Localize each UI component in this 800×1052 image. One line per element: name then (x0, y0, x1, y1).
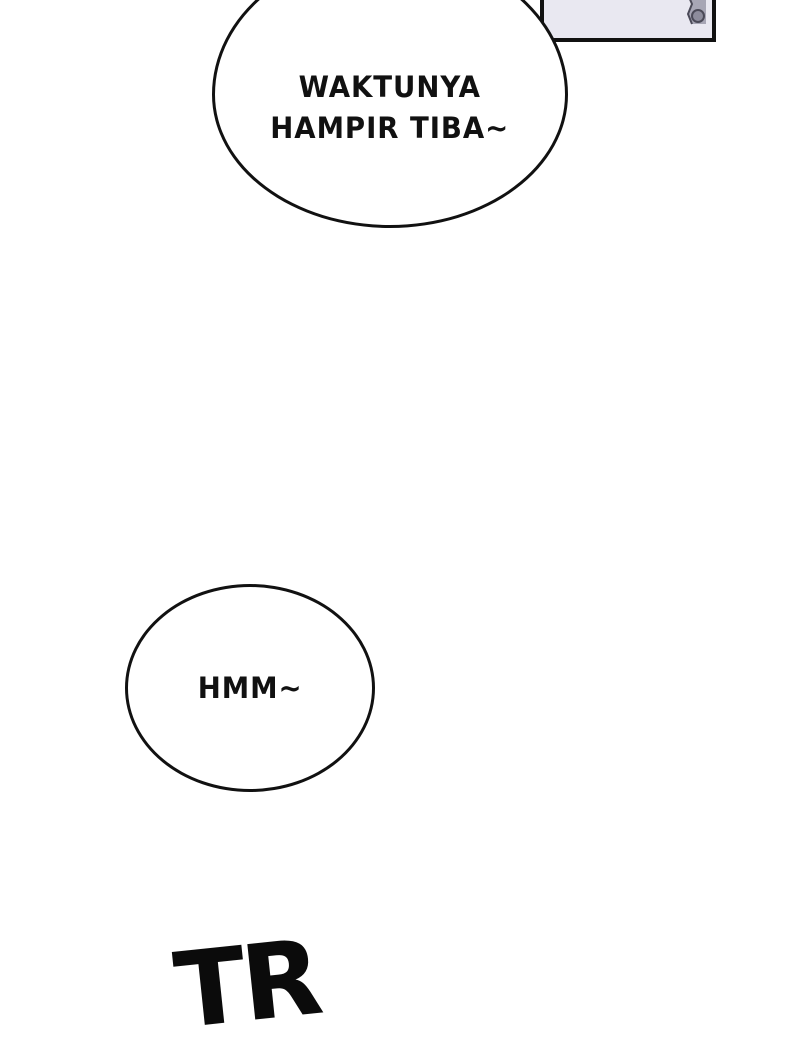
speech-bubble-waktunya: WAKTUNYA HAMPIR TIBA~ (212, 0, 568, 228)
speech-line-1: WAKTUNYA (298, 70, 482, 104)
speech-text-hmm: HMM~ (197, 670, 303, 705)
sound-effect-text: TR (169, 916, 325, 1052)
speech-line-2: HAMPIR TIBA~ (270, 111, 510, 145)
panel-corner (540, 0, 716, 42)
speech-bubble-hmm: HMM~ (125, 584, 375, 792)
panel-detail-icon (686, 0, 706, 25)
speech-text: WAKTUNYA HAMPIR TIBA~ (271, 67, 510, 149)
